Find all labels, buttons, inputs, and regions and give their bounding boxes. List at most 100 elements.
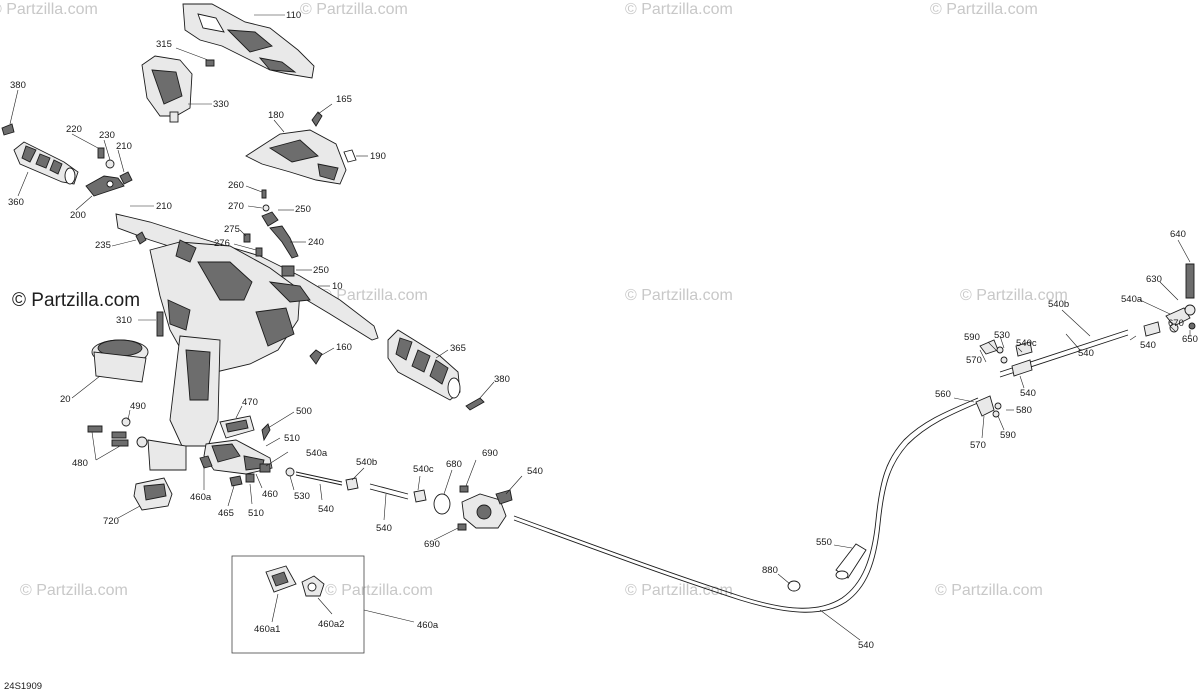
- callout-530: 530: [294, 491, 310, 502]
- callout-180: 180: [268, 110, 284, 121]
- callout-380-left: 380: [10, 80, 26, 91]
- callout-590-top: 590: [964, 332, 980, 343]
- inset-part-460a1: [265, 565, 297, 593]
- watermark-text: © Partzilla.com: [930, 1, 1038, 18]
- callout-310: 310: [116, 315, 132, 326]
- callout-540a-right: 540a: [1121, 294, 1143, 305]
- sleeve-550: [835, 543, 867, 580]
- housing-470: [219, 415, 255, 439]
- watermark-text: © Partzilla.com: [960, 287, 1068, 304]
- callout-570-bottom: 570: [970, 440, 986, 451]
- long-cable-540: [513, 397, 981, 613]
- callout-20: 20: [60, 394, 71, 405]
- callout-210-bottom: 210: [156, 201, 172, 212]
- watermark-text: © Partzilla.com: [625, 582, 733, 599]
- bracket-330: [141, 55, 193, 123]
- diagram-reference-code: 24S1909: [4, 681, 42, 692]
- callout-365: 365: [450, 343, 466, 354]
- knob-720: [133, 477, 173, 511]
- callout-470: 470: [242, 397, 258, 408]
- watermarks: © Partzilla.com © Partzilla.com © Partzi…: [0, 1, 1068, 599]
- callout-490: 490: [130, 401, 146, 412]
- callout-530-right: 530: [994, 330, 1010, 341]
- watermark-text: © Partzilla.com: [325, 582, 433, 599]
- callout-315: 315: [156, 39, 172, 50]
- callout-540-rod: 540: [318, 504, 334, 515]
- callout-380-right: 380: [494, 374, 510, 385]
- callout-540c-center: 540c: [413, 464, 434, 475]
- callout-500: 500: [296, 406, 312, 417]
- callout-540a-center: 540a: [306, 448, 328, 459]
- callout-200: 200: [70, 210, 86, 221]
- callout-360: 360: [8, 197, 24, 208]
- right-grip-365: [387, 329, 461, 401]
- callout-690-bottom: 690: [424, 539, 440, 550]
- callout-270: 270: [228, 201, 244, 212]
- callout-720: 720: [103, 516, 119, 527]
- upper-cover-110: [182, 3, 315, 79]
- callout-540-right-rod: 540: [1140, 340, 1156, 351]
- left-grip-360: [13, 141, 79, 185]
- callout-235: 235: [95, 240, 111, 251]
- callout-240: 240: [308, 237, 324, 248]
- watermark-text-strong: © Partzilla.com: [12, 290, 140, 311]
- callout-690-top: 690: [482, 448, 498, 459]
- callout-220: 220: [66, 124, 82, 135]
- callout-460a-box: 460a: [417, 620, 439, 631]
- callout-650: 650: [1182, 334, 1198, 345]
- callout-640: 640: [1170, 229, 1186, 240]
- callout-465: 465: [218, 508, 234, 519]
- watermark-text: © Partzilla.com: [320, 287, 428, 304]
- inset-box-460a: [231, 555, 365, 654]
- callout-670: 670: [1168, 318, 1184, 329]
- callout-110: 110: [286, 10, 301, 21]
- support-20: [91, 339, 149, 383]
- callout-880: 880: [762, 565, 778, 576]
- cable-mount-540: [461, 489, 513, 529]
- callout-540-right-tube: 540: [1078, 348, 1094, 359]
- callout-540-tube: 540: [376, 523, 392, 534]
- callout-460: 460: [262, 489, 278, 500]
- callout-460a: 460a: [190, 492, 212, 503]
- callout-510-bottom: 510: [248, 508, 264, 519]
- watermark-text: © Partzilla.com: [625, 1, 733, 18]
- callout-540-right-sleeve: 540: [1020, 388, 1036, 399]
- callout-540c-right: 540c: [1016, 338, 1037, 349]
- steering-column: [147, 335, 221, 471]
- callout-190: 190: [370, 151, 386, 162]
- callout-230: 230: [99, 130, 115, 141]
- inset-part-460a2: [301, 575, 325, 597]
- callout-160: 160: [336, 342, 352, 353]
- callout-460a2: 460a2: [318, 619, 344, 630]
- lever-assembly-460: [203, 439, 273, 475]
- callout-570-top: 570: [966, 355, 982, 366]
- callout-580: 580: [1016, 405, 1032, 416]
- callout-260: 260: [228, 180, 244, 191]
- callout-276: 276: [214, 238, 230, 249]
- callout-540b-center: 540b: [356, 457, 377, 468]
- callout-540b-right: 540b: [1048, 299, 1069, 310]
- callout-680: 680: [446, 459, 462, 470]
- callout-330: 330: [213, 99, 229, 110]
- watermark-text: © Partzilla.com: [935, 582, 1043, 599]
- callout-275: 275: [224, 224, 240, 235]
- callout-210-top: 210: [116, 141, 132, 152]
- callout-560: 560: [935, 389, 951, 400]
- watermark-text: © Partzilla.com: [625, 287, 733, 304]
- callout-550: 550: [816, 537, 832, 548]
- callout-630: 630: [1146, 274, 1162, 285]
- callout-250-top: 250: [295, 204, 311, 215]
- watermark-text: © Partzilla.com: [0, 1, 98, 18]
- callout-460a1: 460a1: [254, 624, 280, 635]
- watermark-text: © Partzilla.com: [20, 582, 128, 599]
- callout-250-bottom: 250: [313, 265, 329, 276]
- watermark-text: © Partzilla.com: [300, 1, 408, 18]
- throttle-lever-200: [85, 175, 125, 197]
- callout-10: 10: [332, 281, 343, 292]
- callout-480: 480: [72, 458, 88, 469]
- callout-510-top: 510: [284, 433, 300, 444]
- callout-165: 165: [336, 94, 352, 105]
- callout-590-bottom: 590: [1000, 430, 1016, 441]
- cover-180: [245, 129, 347, 185]
